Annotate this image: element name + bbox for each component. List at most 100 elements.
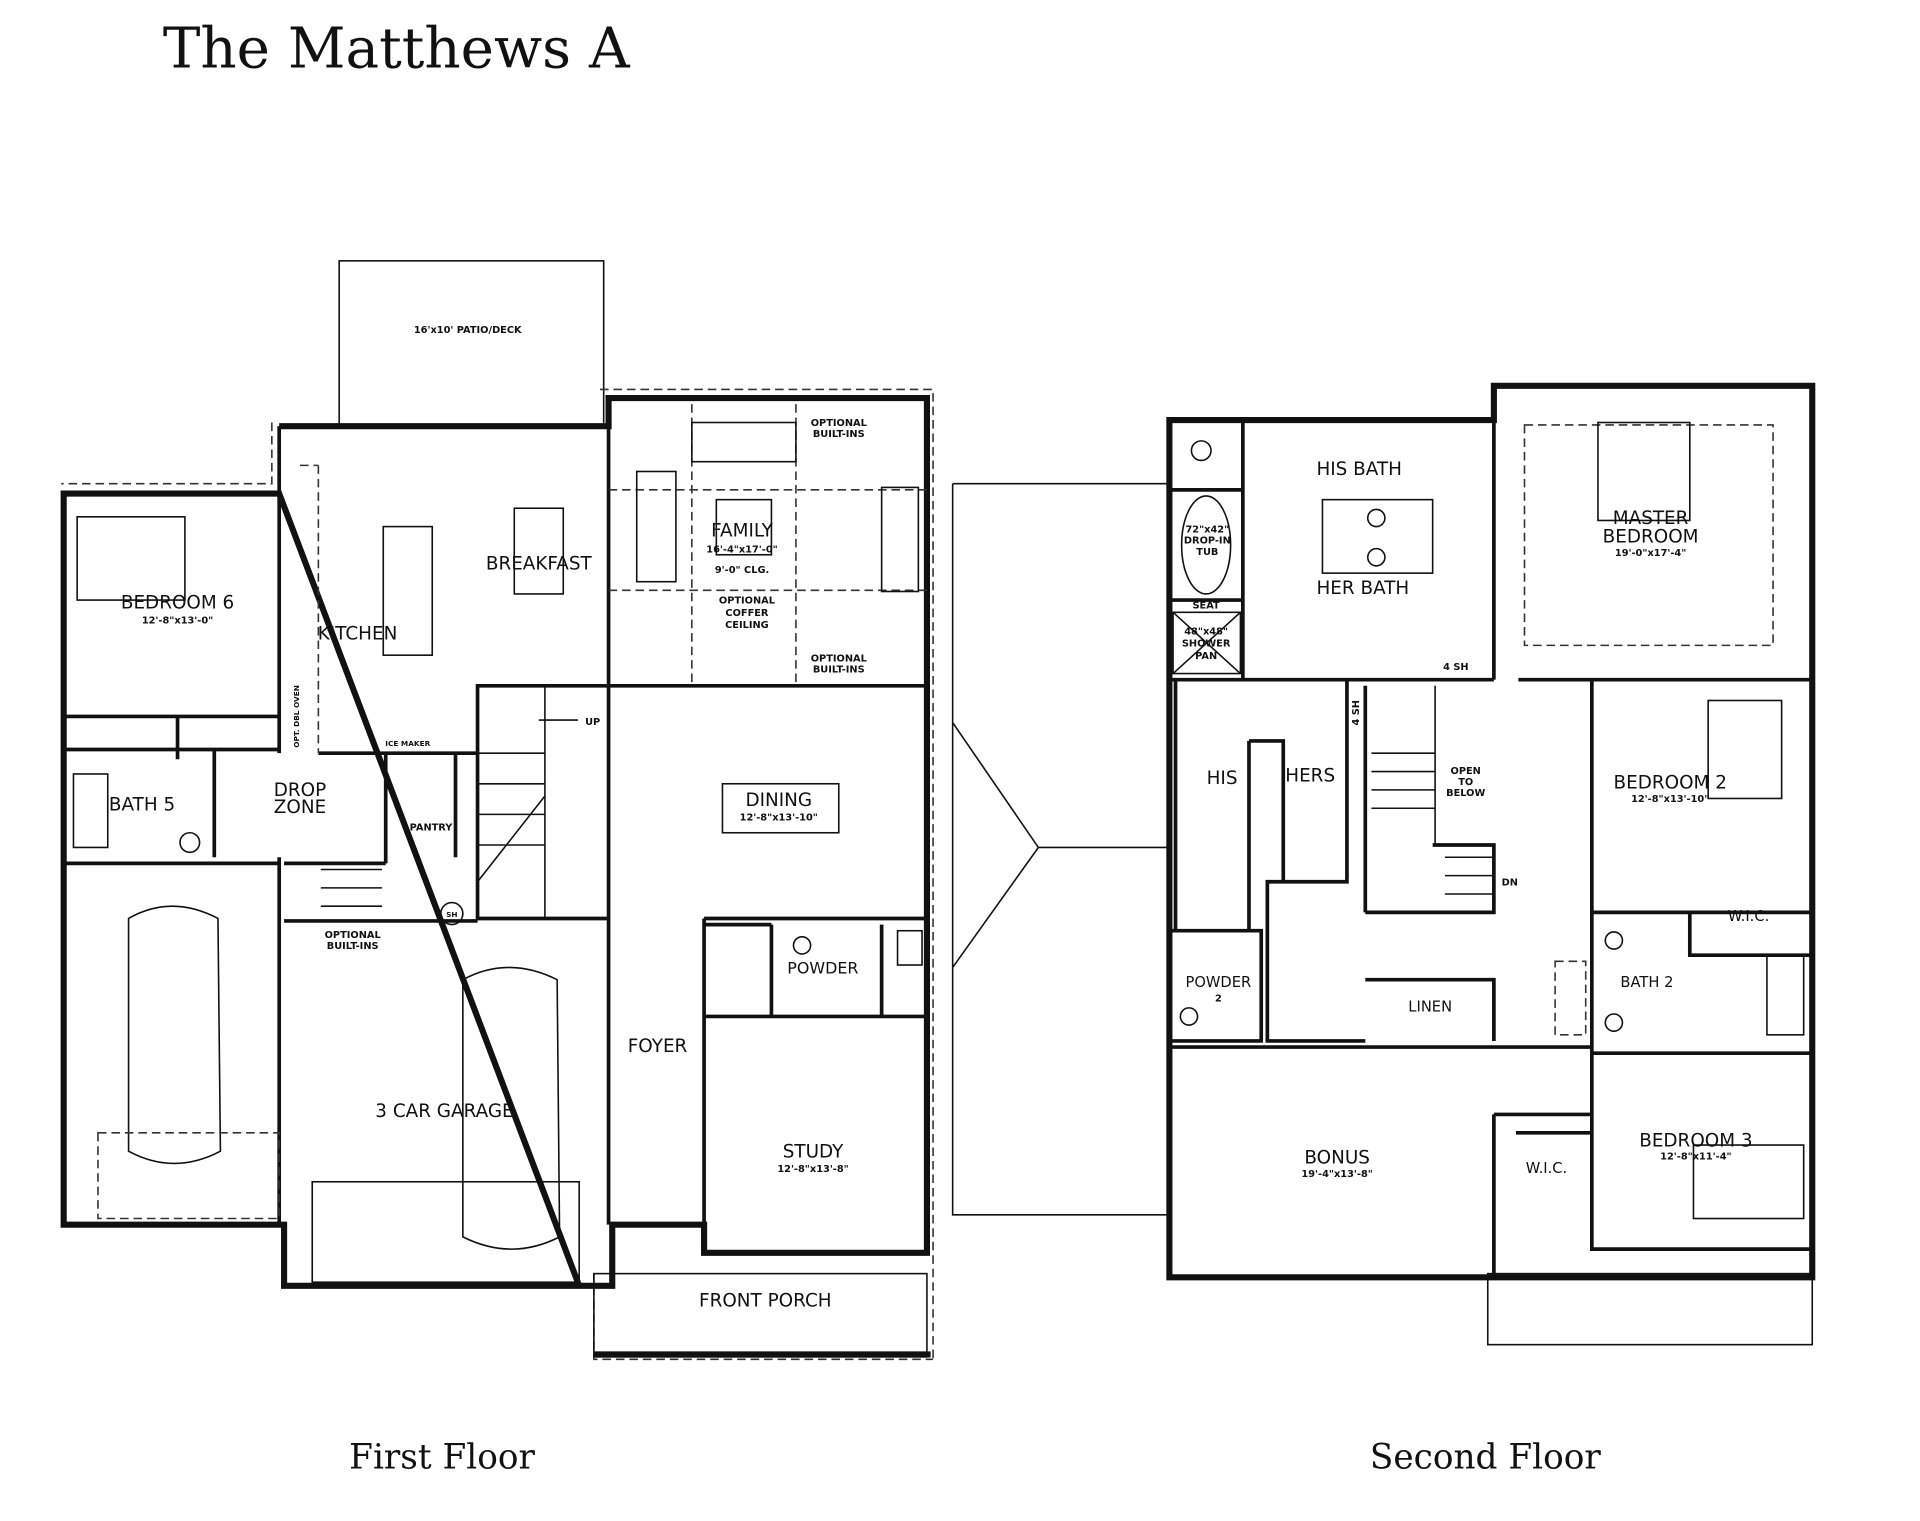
stairs-first <box>320 685 578 919</box>
label-powder-2: POWDER <box>1185 974 1251 991</box>
lower-roof <box>1486 1272 1814 1346</box>
toilet-icon <box>1190 440 1212 462</box>
label-open-below: BELOW <box>1446 788 1485 799</box>
label-study: STUDY <box>783 1141 844 1162</box>
dining-table <box>721 782 840 834</box>
label-dining: DINING <box>745 790 812 811</box>
label-linen: LINEN <box>1408 999 1452 1016</box>
roof-overhang-line <box>61 388 934 1361</box>
attic-access <box>1554 960 1587 1036</box>
label-dn: DN <box>1502 877 1518 888</box>
label-his-bath: HIS BATH <box>1316 459 1401 480</box>
label-her-bath: HER BATH <box>1316 578 1409 599</box>
label-front-porch: FRONT PORCH <box>699 1291 832 1312</box>
label-patio: 16'x10' PATIO/DECK <box>414 325 522 336</box>
tub-icon <box>1180 495 1232 595</box>
sink-icon <box>1366 547 1386 567</box>
label-drop-zone: ZONE <box>274 797 326 818</box>
bed-icon <box>1597 421 1691 522</box>
plan-title: The Matthews A <box>163 16 631 81</box>
label-seat: SEAT <box>1193 601 1221 612</box>
label-breakfast: BREAKFAST <box>486 553 593 574</box>
label-bedroom-2: BEDROOM 2 <box>1614 773 1727 794</box>
label-bedroom-6-dim: 12'-8"x13'-0" <box>142 615 213 626</box>
label-shower: 48"x48" <box>1184 626 1228 637</box>
patio-deck <box>338 260 605 427</box>
label-shower: SHOWER <box>1182 639 1231 650</box>
label-foyer: FOYER <box>628 1036 688 1057</box>
label-ice-maker: ICE MAKER <box>385 739 430 748</box>
label-4sh: 4 SH <box>1443 662 1468 673</box>
label-powder: POWDER <box>787 959 858 978</box>
label-tub: 72"x42" <box>1185 525 1229 536</box>
label-dbl-oven: OPT. DBL OVEN <box>292 685 301 748</box>
label-tub: TUB <box>1196 547 1218 558</box>
label-bonus-dim: 19'-4"x13'-8" <box>1301 1169 1372 1180</box>
kitchen-island <box>382 525 434 656</box>
fireplace-icon <box>880 486 920 593</box>
front-porch <box>593 1272 928 1358</box>
label-bedroom-2-dim: 12'-8"x13'-10" <box>1631 794 1709 805</box>
label-master-dim: 19'-0"x17'-4" <box>1615 548 1686 559</box>
label-bath-5: BATH 5 <box>109 795 175 816</box>
label-4sh: 4 SH <box>1351 700 1362 725</box>
interior-wall <box>63 404 927 1253</box>
label-sh: SH <box>446 910 457 919</box>
sofa-icon <box>691 421 797 463</box>
label-coffer: CEILING <box>725 620 769 631</box>
sink-icon <box>792 936 812 955</box>
first-floor: 16'x10' PATIO/DECK OPTIONAL BUILT-INS FA… <box>60 260 934 1477</box>
sink-icon <box>1604 1013 1624 1032</box>
label-family: FAMILY <box>711 520 773 541</box>
label-master-bedroom: BEDROOM <box>1603 527 1699 548</box>
label-coffer: COFFER <box>725 608 769 619</box>
label-wic: W.I.C. <box>1728 908 1769 925</box>
roof-below-outline <box>951 482 1170 1216</box>
label-builtins: OPTIONAL <box>811 653 867 664</box>
vanity-icon <box>1321 498 1434 574</box>
label-coffer: OPTIONAL <box>719 596 775 607</box>
sink-icon <box>1366 508 1386 528</box>
bathtub-icon <box>1766 954 1805 1036</box>
label-builtins: OPTIONAL <box>811 418 867 429</box>
interior-wall <box>1169 385 1813 1278</box>
label-dining-dim: 12'-8"x13'-10" <box>740 813 818 824</box>
label-open-below: OPEN <box>1451 766 1481 777</box>
second-floor-caption: Second Floor <box>1370 1437 1601 1477</box>
label-garage: 3 CAR GARAGE <box>375 1101 513 1122</box>
stairs-second <box>1371 685 1494 895</box>
label-master-bedroom: MASTER <box>1613 508 1689 529</box>
label-bath-2: BATH 2 <box>1620 974 1673 991</box>
label-wic: W.I.C. <box>1526 1160 1567 1177</box>
garage-door <box>97 1131 280 1220</box>
bed-icon <box>1707 699 1783 800</box>
sink-icon <box>1604 931 1624 950</box>
label-bedroom-6: BEDROOM 6 <box>121 593 234 614</box>
label-family-ceiling: 9'-0" CLG. <box>715 565 769 576</box>
second-floor: HIS BATH HER BATH 72"x42" DROP-IN TUB SE… <box>951 382 1816 1477</box>
label-bonus: BONUS <box>1304 1147 1370 1168</box>
sofa-icon <box>635 470 677 583</box>
sink-icon <box>1179 1007 1199 1026</box>
sink-icon <box>179 831 201 854</box>
sh-marker <box>440 901 464 926</box>
label-drop-zone: DROP <box>274 780 326 801</box>
bathtub-icon <box>72 773 109 849</box>
label-tub: DROP-IN <box>1184 536 1231 547</box>
label-garage-builtins: OPTIONAL <box>325 930 381 941</box>
label-hers-closet: HERS <box>1285 765 1335 786</box>
breakfast-table <box>513 507 565 595</box>
label-up: UP <box>585 717 600 728</box>
label-shower: PAN <box>1195 651 1217 662</box>
coffee-table <box>715 498 773 556</box>
coffer-ceiling-grid <box>300 404 927 754</box>
label-bedroom-3-dim: 12'-8"x11'-4" <box>1660 1152 1731 1163</box>
label-bedroom-3: BEDROOM 3 <box>1639 1130 1752 1151</box>
shower-icon <box>1172 611 1242 675</box>
label-family-dim: 16'-4"x17'-0" <box>706 544 777 555</box>
bed-icon <box>1692 1144 1805 1220</box>
label-garage-builtins: BUILT-INS <box>327 941 379 952</box>
bed-icon <box>76 516 186 601</box>
label-powder-2: 2 <box>1215 994 1222 1005</box>
